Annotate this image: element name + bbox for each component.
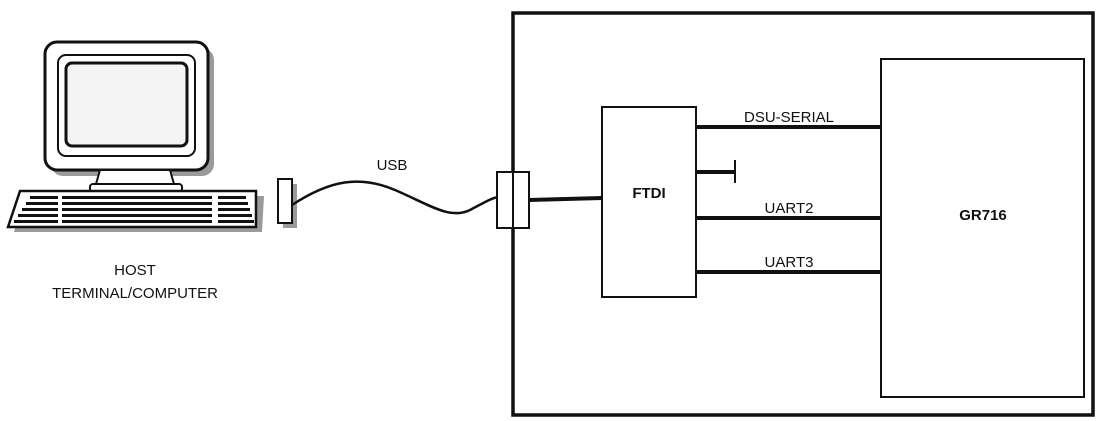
usb-to-ftdi-line (528, 196, 603, 202)
host-label-line1: HOST (114, 262, 156, 279)
usb-cable-line (291, 180, 499, 215)
usb-connector (496, 171, 530, 229)
gr716-label: GR716 (959, 207, 1007, 224)
usb-label: USB (377, 157, 408, 174)
dsu-serial-label: DSU-SERIAL (744, 109, 834, 126)
host-label-line2: TERMINAL/COMPUTER (52, 285, 218, 302)
gr716-block (880, 58, 1085, 398)
usb-plug (277, 178, 297, 228)
uart3-label: UART3 (765, 254, 814, 271)
ftdi-block (601, 106, 697, 298)
desktop-computer-icon (6, 40, 264, 232)
uart2-label: UART2 (765, 200, 814, 217)
ftdi-label: FTDI (632, 185, 665, 202)
